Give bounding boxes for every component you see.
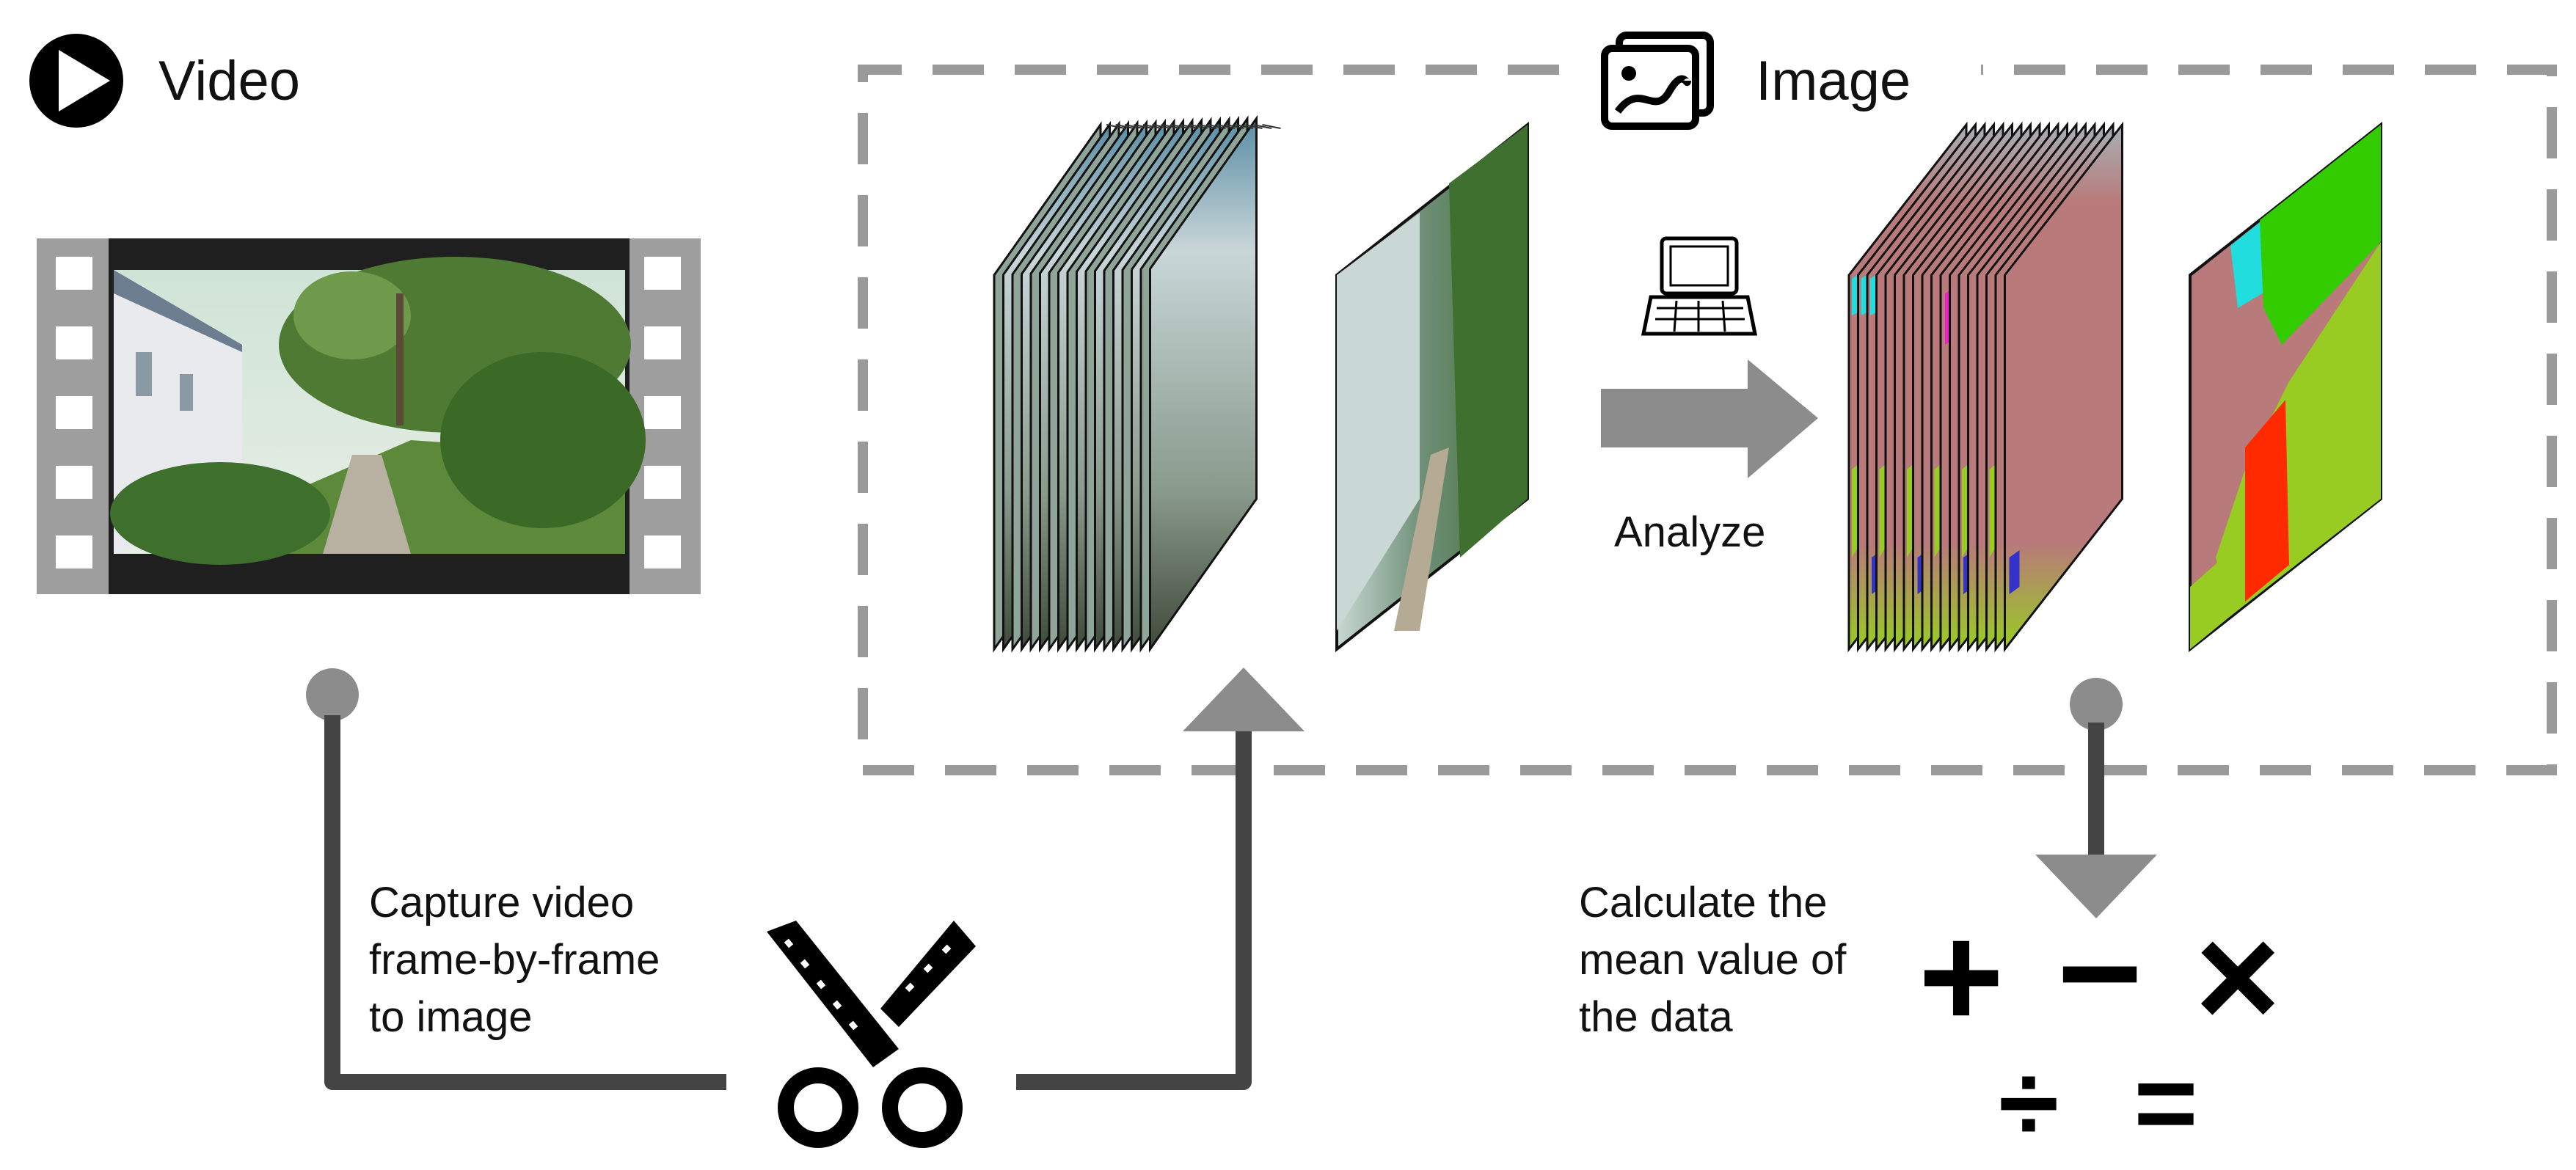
photo-frame (1149, 114, 1258, 653)
capture-line-1: Capture video (369, 879, 634, 926)
film-perforations-right (644, 257, 681, 568)
capture-text: Capture video frame-by-frame to image (369, 879, 660, 1041)
photo-frame-stack (993, 114, 1529, 653)
calculate-line-3: the data (1579, 993, 1733, 1041)
play-icon (29, 34, 123, 128)
photo-frame-front (1335, 121, 1529, 653)
film-perforations-left (56, 257, 92, 568)
image-title: Image (1756, 50, 1911, 112)
scissors-film-icon (767, 921, 976, 1148)
video-title: Video (158, 50, 300, 112)
divide-operator: ÷ (1999, 1041, 2059, 1164)
calculate-arrow-head (2035, 855, 2157, 918)
analyze-step: Analyze (1601, 236, 1818, 556)
image-region: Image (858, 32, 2557, 775)
calculate-line-1: Calculate the (1579, 879, 1828, 926)
calculate-connector (2035, 678, 2157, 918)
segmented-frame-front (2189, 121, 2382, 653)
capture-arrow-head (1183, 668, 1305, 731)
capture-connector (306, 668, 1305, 1090)
calculate-line-2: mean value of (1579, 936, 1847, 984)
equals-operator: = (2134, 1041, 2198, 1164)
calculate-text: Calculate the mean value of the data (1579, 879, 1847, 1041)
times-operator: × (2195, 895, 2281, 1059)
minus-operator: − (2057, 891, 2143, 1055)
laptop-icon (1641, 236, 1758, 336)
capture-line-3: to image (369, 993, 532, 1041)
segmented-frame (2004, 121, 2123, 653)
math-operators: + − × ÷ = (1919, 891, 2281, 1164)
plus-operator: + (1919, 895, 2004, 1059)
video-header: Video (29, 34, 300, 128)
capture-line-2: frame-by-frame (369, 936, 660, 984)
segmented-frame-stack (1847, 121, 2382, 653)
image-icon (1601, 32, 1714, 130)
analyze-label: Analyze (1614, 508, 1765, 556)
analyze-arrow (1601, 359, 1818, 478)
video-frame-photo (110, 257, 646, 565)
video-filmstrip (37, 238, 701, 594)
